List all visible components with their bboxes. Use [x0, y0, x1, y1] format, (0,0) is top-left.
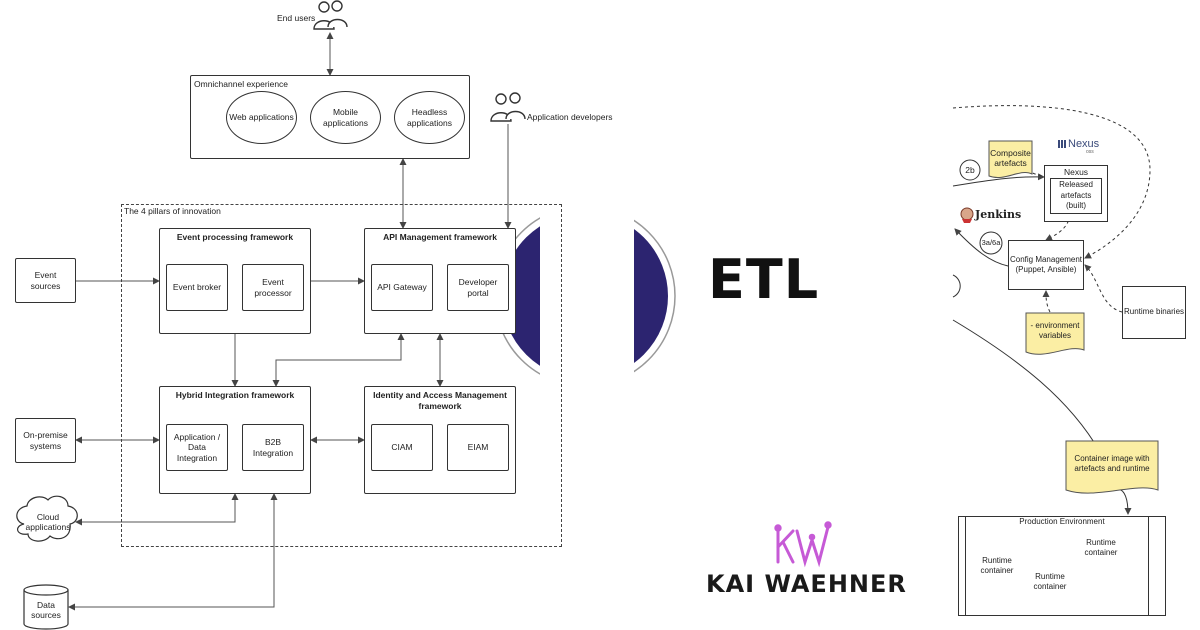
data-sources-label[interactable]: Data sources: [31, 599, 61, 621]
released-artefacts-box[interactable]: [1050, 178, 1102, 214]
ciam-label: CIAM: [391, 442, 413, 453]
production-environment-box[interactable]: [958, 516, 1166, 616]
runtime-container-2[interactable]: Runtime container: [1084, 537, 1118, 558]
web-applications-label: Web applications: [229, 112, 294, 123]
composite-artefacts-label: Composite artefacts: [990, 147, 1031, 169]
hybrid-framework-title: Hybrid Integration framework: [175, 390, 295, 400]
data-integration-node[interactable]: [166, 424, 228, 471]
mobile-applications-label: Mobile applications: [323, 107, 368, 128]
database-shape: [23, 584, 69, 630]
nexus-logo-label: Nexus: [1068, 138, 1100, 150]
headless-applications-node[interactable]: [394, 91, 465, 144]
cloud-shape: [16, 495, 78, 542]
jenkins-logo-icon: [960, 207, 974, 223]
eiam-label: EIAM: [467, 442, 489, 453]
event-sources-node[interactable]: [15, 258, 76, 303]
production-environment-title: Production Environment: [1019, 517, 1105, 527]
step-3a-circle: [979, 231, 1003, 255]
runtime-binaries-box[interactable]: [1122, 286, 1186, 339]
runtime-container-3[interactable]: Runtime container: [1033, 571, 1067, 592]
step-2b-circle: [959, 159, 981, 181]
event-broker-node[interactable]: [166, 264, 228, 311]
jenkins-label: Jenkins: [975, 208, 1022, 221]
event-framework-title: Event processing framework: [176, 232, 294, 242]
event-processor-label: Event processor: [254, 277, 292, 298]
data-integration-label: Application / Data Integration: [173, 431, 221, 463]
developer-portal-node[interactable]: [447, 264, 509, 311]
pillars-boundary: [121, 204, 562, 547]
step-3a-label: 3a/6a: [981, 237, 1001, 247]
container-image-note-shape: [1065, 440, 1159, 494]
users-icon-app-developers: [490, 92, 526, 122]
api-gateway-node[interactable]: [371, 264, 433, 311]
runtime-container-1[interactable]: Runtime container: [980, 555, 1014, 576]
end-users-label: End users: [277, 13, 316, 23]
iam-framework-title: Identity and Access Management framework: [373, 390, 507, 411]
pillars-title: The 4 pillars of innovation: [124, 206, 221, 216]
on-premise-node[interactable]: [15, 418, 76, 463]
step-2b-label: 2b: [965, 164, 975, 175]
cloud-applications-label[interactable]: Cloud applications: [25, 511, 71, 533]
event-broker-label: Event broker: [172, 282, 222, 293]
b2b-integration-label: B2B Integration: [252, 437, 294, 458]
kai-waehner-brand: KAI WAEHNER: [706, 570, 907, 598]
ciam-node[interactable]: [371, 424, 433, 471]
api-framework-title: API Management framework: [383, 232, 497, 242]
nexus-logo-sub: oss: [1086, 149, 1094, 155]
event-sources-label: Event sources: [30, 270, 61, 291]
developer-portal-label: Developer portal: [458, 277, 498, 298]
kw-logo-icon: [774, 521, 832, 568]
on-premise-label: On-premise systems: [23, 430, 68, 451]
web-applications-node[interactable]: [226, 91, 297, 144]
mobile-applications-node[interactable]: [310, 91, 381, 144]
api-gateway-label: API Gateway: [377, 282, 427, 293]
event-processor-node[interactable]: [242, 264, 304, 311]
runtime-binaries-label: Runtime binaries: [1123, 307, 1185, 317]
headless-applications-label: Headless applications: [407, 107, 452, 128]
production-divider-left: [965, 516, 966, 616]
env-vars-label: - environment variables: [1030, 320, 1080, 341]
nexus-logo-icon: [1058, 140, 1066, 148]
production-divider-right: [1148, 516, 1149, 616]
app-developers-label: Application developers: [527, 112, 613, 122]
etl-heading: ETL: [708, 248, 820, 311]
b2b-integration-node[interactable]: [242, 424, 304, 471]
config-management-label: Config Management (Puppet, Ansible): [1009, 254, 1083, 275]
eiam-node[interactable]: [447, 424, 509, 471]
users-icon-end-users: [313, 0, 348, 30]
nexus-box-title: Nexus: [1063, 166, 1089, 177]
released-artefacts-label: Released artefacts (built): [1059, 180, 1093, 211]
omnichannel-title: Omnichannel experience: [194, 79, 289, 89]
env-vars-note-shape: [1025, 312, 1085, 355]
composite-note-shape: [988, 140, 1033, 178]
config-management-box[interactable]: [1008, 240, 1084, 290]
container-image-label: Container image with artefacts and runti…: [1074, 453, 1150, 474]
